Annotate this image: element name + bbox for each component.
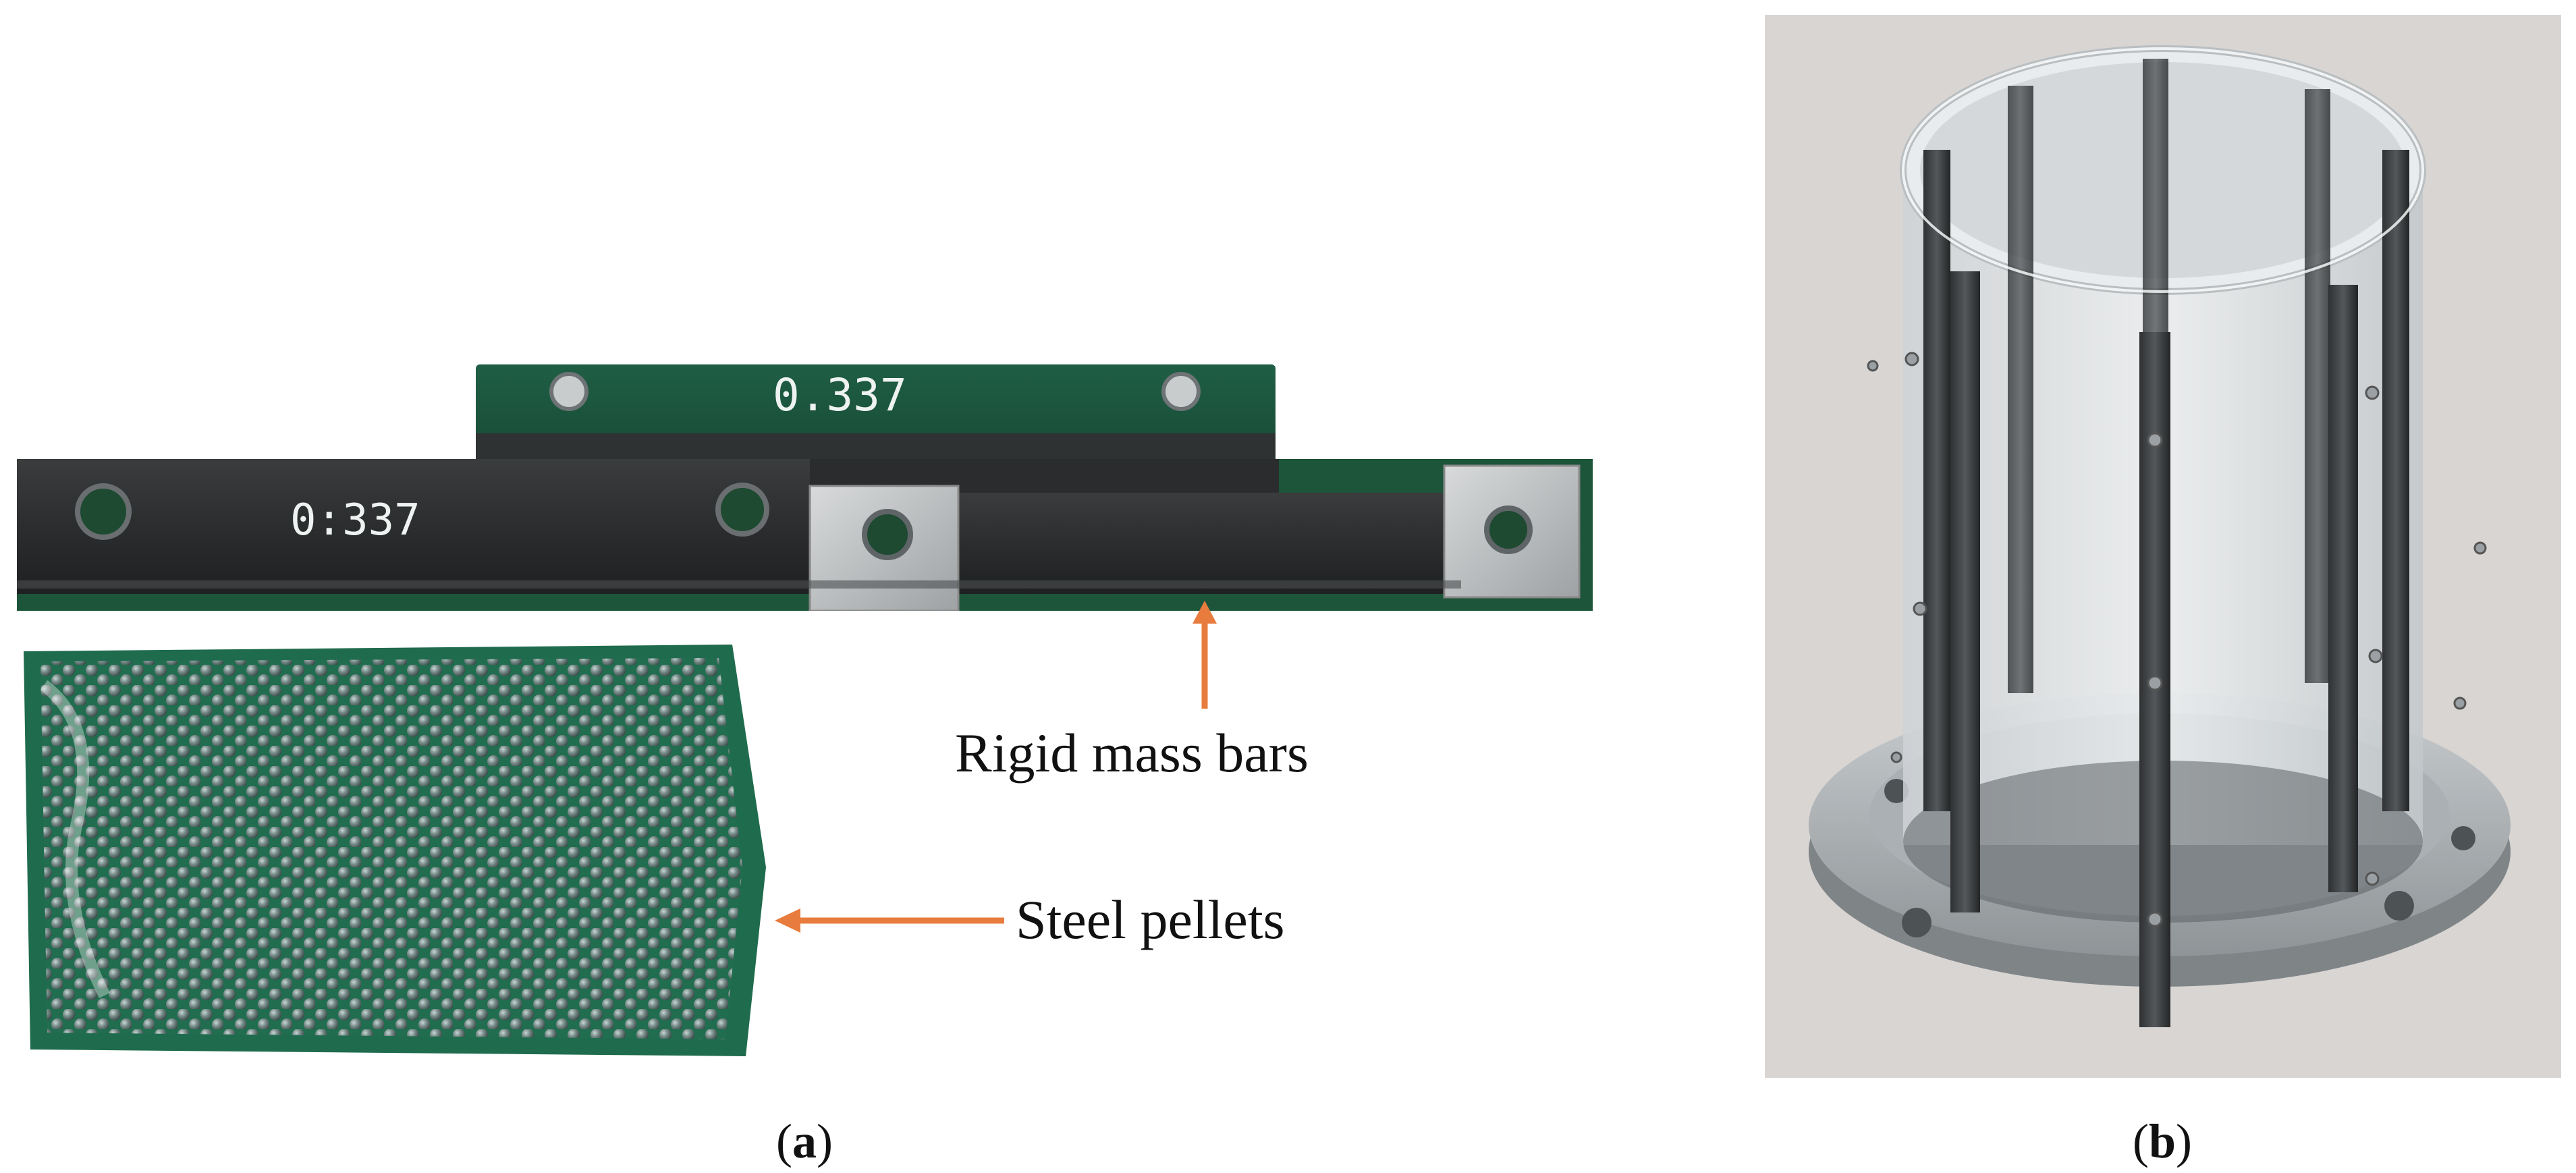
steel-pellets-image — [24, 645, 766, 1056]
annotation-steel-pellets: Steel pellets — [1016, 889, 1285, 950]
panel-b-caption: (b) — [2133, 1114, 2193, 1168]
rigid-mass-bars-photo: 0.337 0:337 — [17, 358, 1593, 611]
arrow-left-icon — [775, 908, 1004, 933]
cylinder-fixture-photo — [1765, 15, 2561, 1078]
annotation-rigid-mass-bars: Rigid mass bars — [955, 722, 1309, 784]
steel-pellets-photo — [17, 645, 773, 1060]
bar-marking-bottom: 0:337 — [290, 495, 420, 545]
bar-marking-top: 0.337 — [773, 369, 907, 421]
panel-a-caption: (a) — [776, 1114, 833, 1168]
rigid-mass-bars-image: 0.337 0:337 — [17, 364, 1593, 611]
arrow-up-icon — [1193, 601, 1217, 709]
cylinder-fixture-image — [1765, 15, 2561, 1078]
